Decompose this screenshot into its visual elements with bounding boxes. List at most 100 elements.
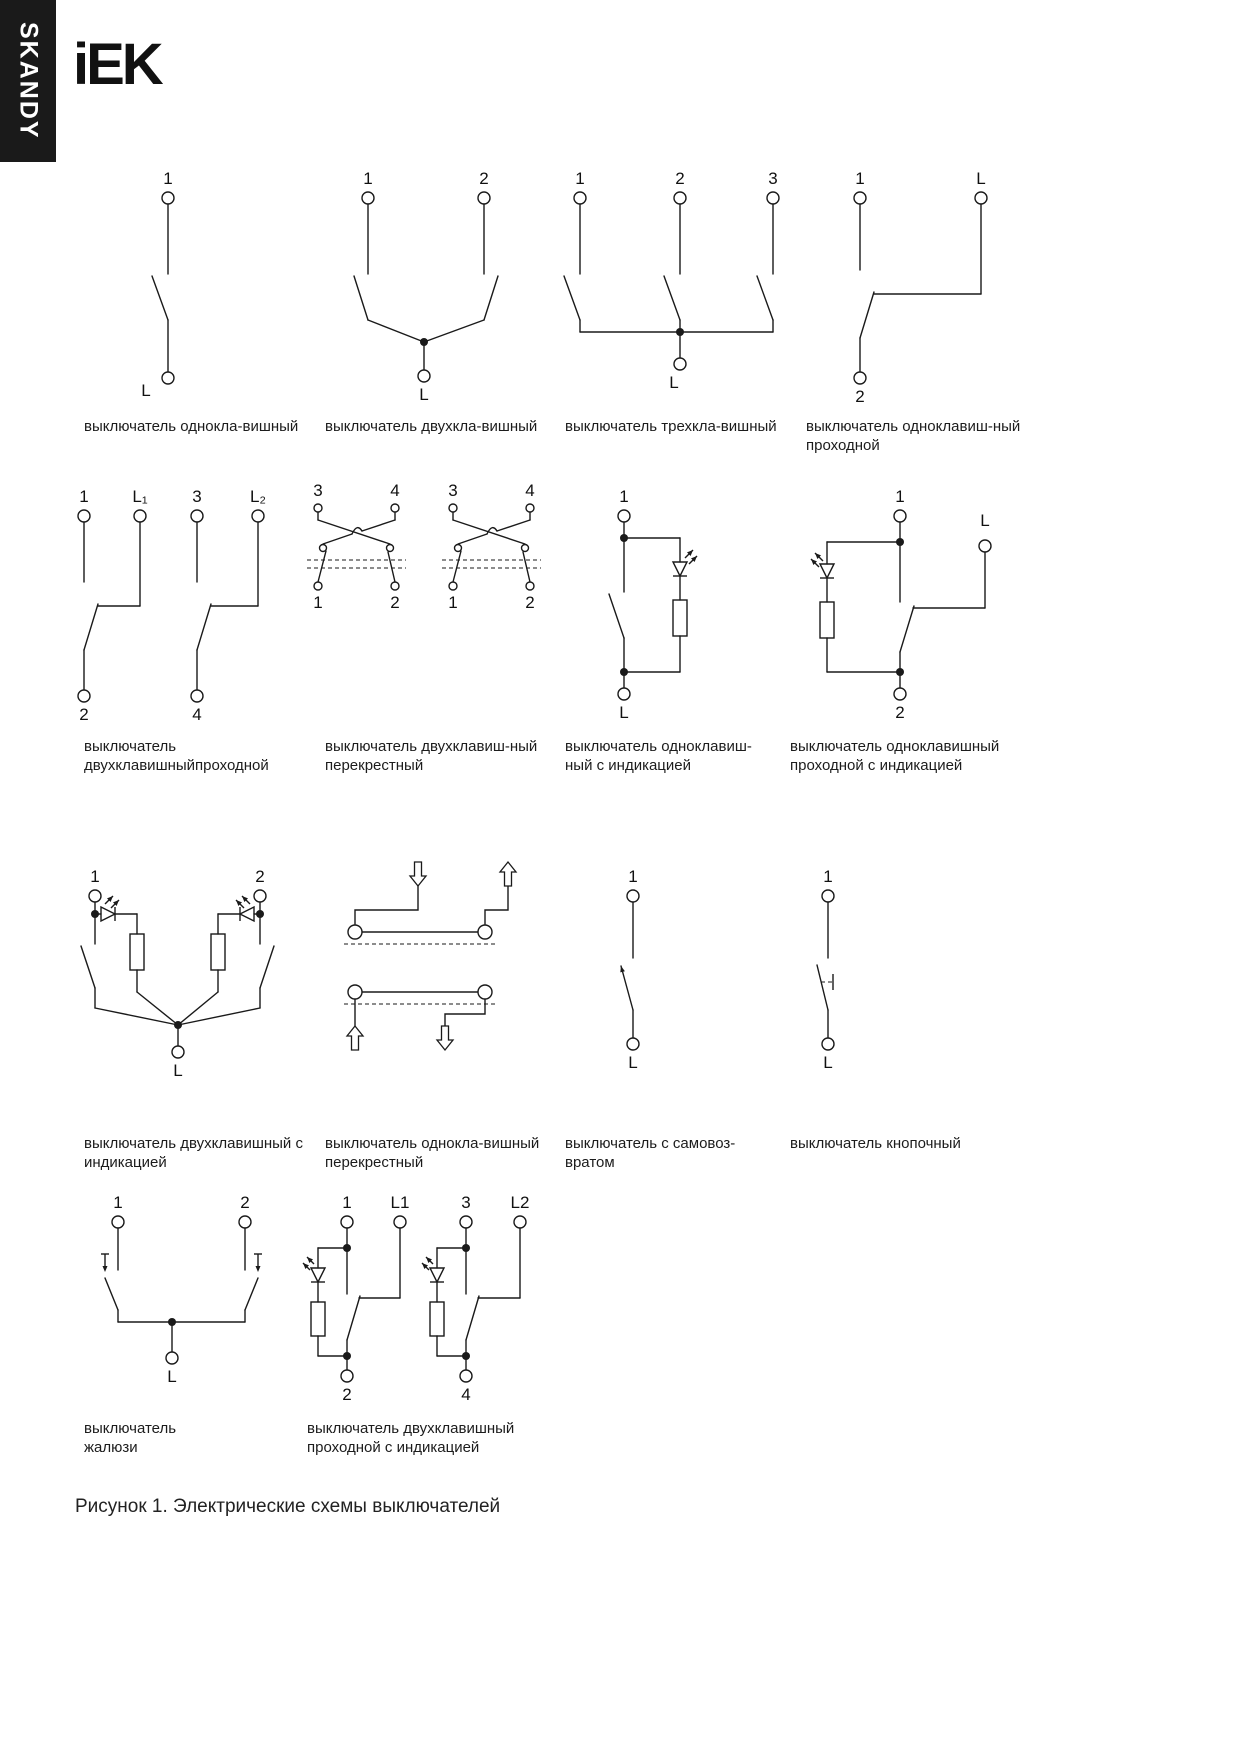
led-icon [810, 552, 836, 580]
terminal-label: L [167, 1367, 176, 1386]
figure-caption: Рисунок 1. Электрические схемы выключате… [75, 1496, 501, 1517]
led-icon [235, 895, 255, 923]
led-icon [100, 895, 120, 923]
junction-dot [420, 338, 428, 346]
terminal-label: L [628, 1053, 637, 1072]
terminal-label: 1 [363, 169, 372, 188]
wires [151, 203, 169, 373]
diagram-caption: выключатель одноклавиш-ный проходной [806, 418, 1021, 454]
double-crossover-schematic: 3 4 [307, 481, 541, 612]
terminal-label: 1 [163, 169, 172, 188]
arrow-down-icon [408, 861, 428, 888]
terminal-label: 2 [525, 593, 534, 612]
terminal-label: 1 [575, 169, 584, 188]
terminal-label: 1 [79, 487, 88, 506]
diagram-double-two-way-switch-with-indicator: 1 L1 3 L2 [300, 1190, 560, 1420]
led-icon [421, 1256, 446, 1284]
junction-dot [91, 910, 99, 918]
terminals [617, 509, 631, 701]
diagram-caption: выключатель кнопочный [790, 1135, 961, 1152]
terminal-label: 1 [855, 169, 864, 188]
junction-dot [620, 668, 628, 676]
junction-dot [620, 534, 628, 542]
terminal-label: 3 [461, 1193, 470, 1212]
junction-dot [174, 1021, 182, 1029]
diagram-push-button-switch: 1 L [790, 862, 880, 1092]
junction-dot [462, 1352, 470, 1360]
junction-dot [343, 1352, 351, 1360]
diagram-blinds-switch: 1 2 [95, 1190, 285, 1405]
diagram-triple-switch: 1 2 3 L [558, 162, 798, 412]
terminal-label: 3 [768, 169, 777, 188]
terminal-label: L2 [511, 1193, 530, 1212]
terminal-label: L1 [391, 1193, 410, 1212]
diagram-momentary-switch: 1 L [595, 862, 685, 1092]
terminals [313, 503, 400, 591]
arrow-up-icon [498, 860, 518, 887]
wires [859, 203, 982, 373]
diagram-caption: выключатель с самовоз- вратом [565, 1135, 736, 1171]
single-switch-schematic: 1 L [141, 169, 175, 400]
press-arrow-icon [101, 1253, 109, 1272]
terminal-label: 1 [313, 593, 322, 612]
terminal-label: 1 [342, 1193, 351, 1212]
terminal-label: L₁ [132, 487, 147, 506]
diagram-two-way-switch-with-indicator: 1 L [790, 482, 1020, 742]
junction-dot [462, 1244, 470, 1252]
terminal-label: 1 [448, 593, 457, 612]
arrow-down-icon [435, 1025, 455, 1052]
iek-logo: IEK [73, 32, 164, 97]
skandy-side-tab: SKANDY [0, 0, 56, 162]
terminal-label: L [141, 381, 150, 400]
diagram-double-crossover-switch: 3 4 [305, 481, 555, 617]
terminals [340, 1215, 527, 1383]
skandy-label: SKANDY [14, 22, 43, 140]
terminal-label: 1 [628, 867, 637, 886]
coupling-dashes [442, 559, 541, 569]
double-two-way-indicator-schematic: 1 L1 3 L2 [302, 1193, 530, 1404]
terminal-label: 2 [855, 387, 864, 406]
double-switch-schematic: 1 2 L [353, 169, 499, 404]
terminals [161, 191, 175, 385]
two-way-indicator-schematic: 1 L [810, 487, 992, 722]
resistor [210, 933, 226, 971]
coupling-dashes [307, 559, 406, 569]
terminal-label: L [669, 373, 678, 392]
wires [816, 901, 829, 1039]
terminal-label: 2 [79, 705, 88, 724]
terminal-label: 1 [895, 487, 904, 506]
wires [353, 203, 499, 371]
diagram-double-switch-with-indicator: 1 2 [75, 862, 305, 1102]
terminals [361, 191, 491, 383]
terminal-label: L [823, 1053, 832, 1072]
wires [83, 521, 259, 691]
terminal-label: 2 [390, 593, 399, 612]
terminal-label: 3 [192, 487, 201, 506]
terminals [88, 889, 267, 1059]
coupling-dashes [344, 943, 496, 1005]
diagram-caption: выключатель жалюзи [84, 1420, 177, 1456]
terminals [821, 889, 835, 1051]
led-icon [302, 1256, 327, 1284]
terminal-label: 4 [525, 481, 534, 500]
indicator-switch-schematic: 1 [608, 487, 698, 722]
terminals [626, 889, 640, 1051]
diagram-caption: выключатель трехкла-вишный [565, 418, 777, 435]
terminal-label: 2 [479, 169, 488, 188]
terminals [573, 191, 780, 371]
terminal-label: L [173, 1061, 182, 1080]
push-button-schematic: 1 L [816, 867, 835, 1072]
diagram-double-switch: 1 2 L [335, 162, 525, 412]
crossover-wires [452, 511, 531, 583]
wires [620, 901, 634, 1039]
double-two-way-schematic: 1 L₁ 3 L₂ [77, 487, 266, 724]
diagram-double-two-way-switch: 1 L₁ 3 L₂ [62, 482, 312, 742]
rocker-contacts [347, 924, 493, 1000]
diagram-caption: выключатель двухклавишныйпроходной [84, 738, 269, 774]
diagram-caption: выключатель двухкла-вишный [325, 418, 538, 435]
diagram-single-switch: 1 L [100, 162, 240, 412]
terminal-label: L [419, 385, 428, 404]
terminal-label: 1 [90, 867, 99, 886]
junction-dot [168, 1318, 176, 1326]
